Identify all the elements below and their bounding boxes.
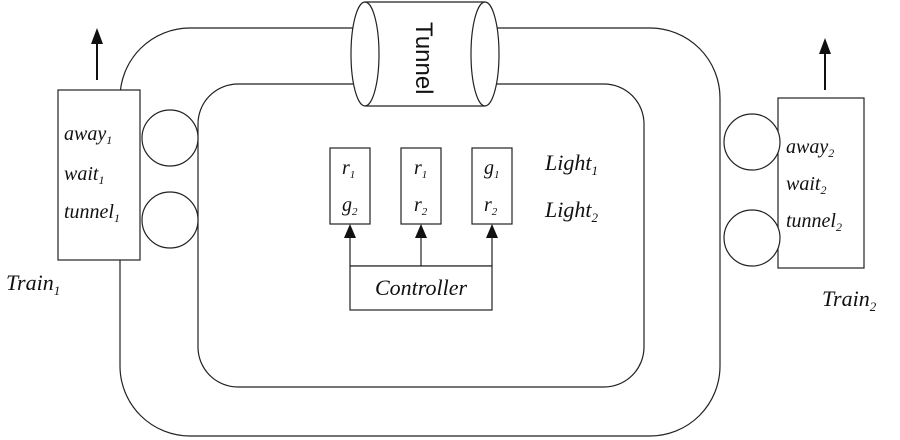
train-1: away1 wait1 tunnel1 Train1 [6,28,199,298]
light-1-top: r1 [342,157,355,181]
light-box-1 [329,147,371,225]
train-2-wheel-bottom [723,209,781,267]
light-3-top: g1 [484,157,500,181]
train-1-wheel-top [141,109,199,167]
light-column-2: r1 r2 [400,147,442,225]
light-1-bottom: g2 [342,194,358,218]
train-2-state-wait: wait2 [786,173,826,197]
train-1-label: Train1 [6,270,60,298]
train-1-state-wait: wait1 [64,163,104,187]
light-1-label: Light1 [544,150,598,178]
train-2-label: Train2 [822,286,877,314]
controller-label: Controller [375,275,468,300]
train-2-arrow-head [819,38,831,54]
light-3-bottom: r2 [484,194,498,218]
train-2: away2 wait2 tunnel2 Train2 [723,38,877,314]
train-2-wheel-top [723,113,781,171]
train-1-state-away: away1 [64,123,112,147]
tunnel-cylinder: Tunnel [350,1,500,107]
train-1-arrow-head [91,28,103,44]
train-1-car [57,89,141,261]
light-2-label: Light2 [544,197,598,225]
light-column-1: r1 g2 [329,147,371,225]
light-box-3 [471,147,513,225]
light-2-top: r1 [414,157,427,181]
train-1-state-tunnel: tunnel1 [64,201,120,225]
light-column-3: g1 r2 [471,147,513,225]
controller-connections [344,224,498,267]
train-1-wheel-bottom [141,191,199,249]
tunnel-label: Tunnel [410,22,437,95]
light-box-2 [400,147,442,225]
train-2-car [777,97,865,269]
train-2-state-tunnel: tunnel2 [786,210,842,234]
train-2-state-away: away2 [786,136,834,160]
light-2-bottom: r2 [414,194,428,218]
controller-box [349,265,493,311]
